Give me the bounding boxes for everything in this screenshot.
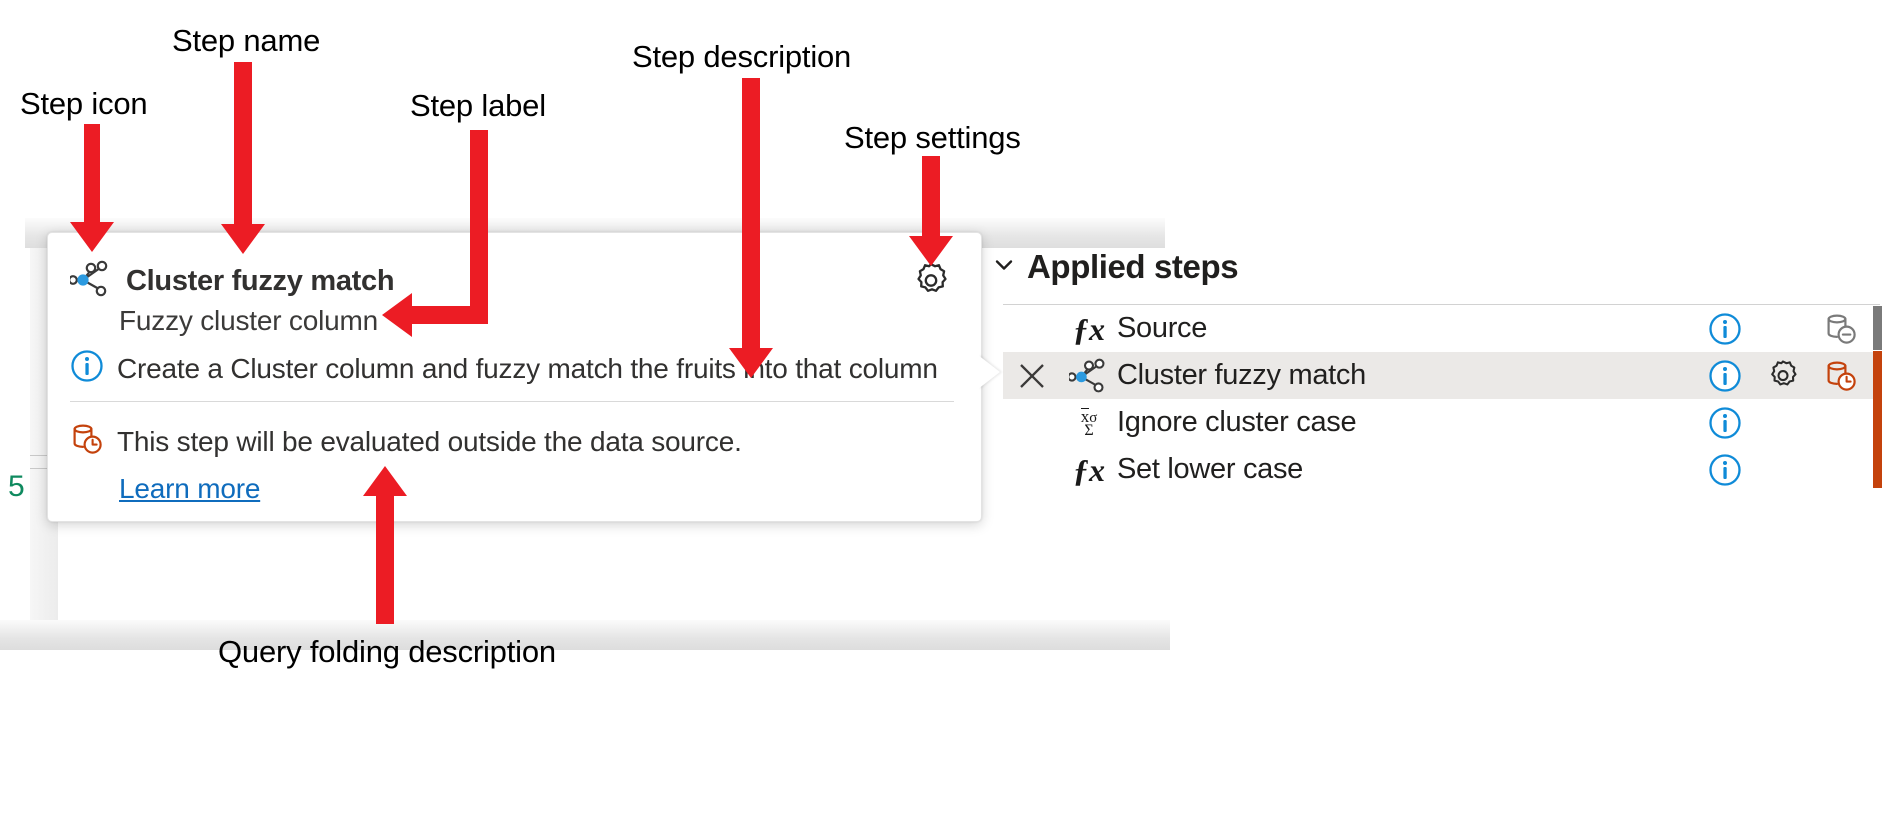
annotation-step-label: Step label [410,88,546,123]
callout-step-label: Fuzzy cluster column [119,305,378,336]
background-gridline [30,468,58,469]
callout-title-row: Cluster fuzzy match [68,259,395,304]
info-icon[interactable] [1696,359,1754,393]
callout-description-row: Create a Cluster column and fuzzy match … [70,349,938,388]
step-label: Cluster fuzzy match [1117,359,1366,391]
callout-step-name: Cluster fuzzy match [126,265,395,297]
fx-icon: ƒx [1073,451,1105,488]
arrow-query-folding-shaft [376,496,394,624]
cluster-fuzzy-match-icon [68,259,112,304]
arrow-query-folding-head [363,466,407,496]
arrow-step-label-shaft-vertical [470,130,488,306]
info-icon[interactable] [1696,312,1754,346]
arrow-step-icon-head [70,222,114,252]
chevron-down-icon[interactable] [993,254,1015,281]
arrow-step-settings-head [909,236,953,266]
annotation-step-icon: Step icon [20,86,148,121]
applied-steps-list: ƒx Source [1003,304,1880,493]
table-row[interactable]: Cluster fuzzy match [1003,352,1880,399]
annotation-query-folding-description: Query folding description [218,634,556,669]
arrow-step-label-head [382,293,412,337]
row-icons [1696,357,1880,395]
database-clock-icon [70,422,104,461]
arrow-step-description-head [729,348,773,378]
callout-folding-row: This step will be evaluated outside the … [70,422,742,461]
info-icon [70,349,104,388]
table-row[interactable]: ƒx Set lower case [1003,446,1880,493]
row-icons [1696,406,1880,440]
callout-folding-text: This step will be evaluated outside the … [117,425,742,457]
row-icons [1696,312,1880,346]
callout-step-description: Create a Cluster column and fuzzy match … [117,352,938,384]
cluster-fuzzy-match-icon [1061,357,1117,395]
step-label: Ignore cluster case [1117,406,1357,438]
annotation-step-settings: Step settings [844,120,1021,155]
annotation-step-name: Step name [172,23,321,58]
info-icon[interactable] [1696,453,1754,487]
statistics-icon: xσ Σ [1080,406,1098,439]
arrow-step-name-shaft [234,62,252,226]
step-label: Source [1117,312,1208,344]
table-row[interactable]: ƒx Source [1003,305,1880,352]
table-row[interactable]: xσ Σ Ignore cluster case [1003,399,1880,446]
fx-icon: ƒx [1073,310,1105,347]
arrow-step-label-shaft-horizontal [412,306,488,324]
gear-icon[interactable] [909,259,953,308]
database-clock-icon [1812,359,1870,393]
applied-steps-header[interactable]: Applied steps [993,248,1239,286]
callout-tail [978,355,1000,389]
gear-icon[interactable] [1754,357,1812,395]
arrow-step-settings-shaft [922,156,940,238]
annotation-step-description: Step description [632,39,852,74]
scrollbar-segment-unfolded[interactable] [1873,306,1882,350]
database-minus-icon [1812,312,1870,346]
callout-divider [70,401,954,402]
arrow-step-icon-shaft [84,124,100,224]
step-details-callout: Cluster fuzzy match Fuzzy cluster column… [47,232,982,522]
background-status-strip [0,620,1170,650]
background-gridline [30,455,58,456]
applied-steps-pane: Applied steps ƒx Source [993,248,1883,544]
step-label: Set lower case [1117,453,1303,485]
arrow-step-description-shaft [742,78,760,350]
delete-step-icon[interactable] [1003,360,1061,392]
background-cell-value: 5 [8,470,25,503]
scrollbar-segment-folding[interactable] [1873,351,1882,488]
applied-steps-title: Applied steps [1027,248,1239,285]
arrow-step-name-head [221,224,265,254]
info-icon[interactable] [1696,406,1754,440]
learn-more-link[interactable]: Learn more [119,473,261,504]
row-icons [1696,453,1880,487]
